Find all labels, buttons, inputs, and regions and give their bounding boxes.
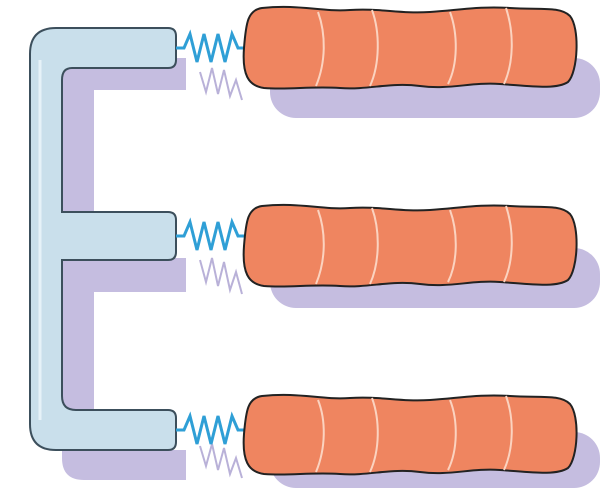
linkage-shadow-3 — [200, 444, 242, 478]
ester-linkage-1 — [176, 34, 246, 62]
chain-body-3 — [244, 395, 577, 475]
ester-linkages — [176, 34, 246, 444]
ester-linkage-2 — [176, 222, 246, 250]
fatty-acid-chain-2 — [244, 205, 577, 287]
chain-body-1 — [244, 7, 577, 89]
fatty-acid-chain-3 — [244, 395, 577, 475]
chain-body-2 — [244, 205, 577, 287]
ester-linkage-3 — [176, 416, 246, 444]
fatty-acid-chain-1 — [244, 7, 577, 89]
linkage-shadow-2 — [200, 258, 242, 294]
glycerol-backbone — [30, 28, 176, 450]
linkage-shadow-1 — [200, 68, 242, 100]
